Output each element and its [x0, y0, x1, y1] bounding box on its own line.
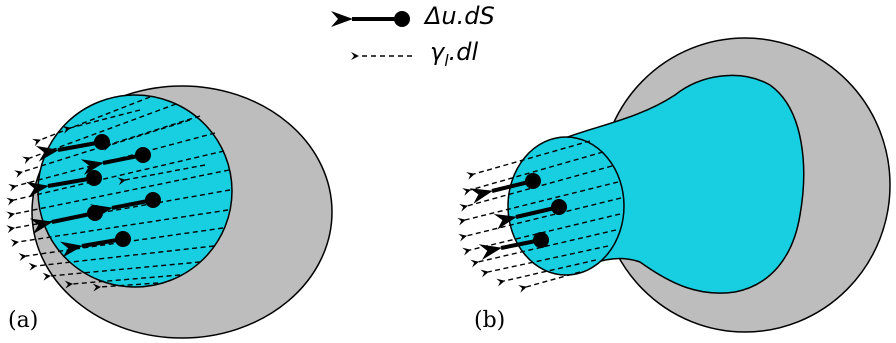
dashed-arrow: [32, 96, 151, 147]
big-arrows-a: [25, 134, 161, 258]
legend-big-arrow-dot: [394, 11, 410, 27]
big-arrow-dot: [525, 173, 541, 189]
dashed-arrow: [457, 181, 619, 226]
legend: [331, 11, 412, 60]
big-arrow-dot: [533, 232, 549, 248]
dashed-arrow: [462, 151, 604, 196]
big-arrow-dot: [94, 134, 110, 150]
panel-a-label: (a): [8, 308, 39, 333]
inner-region-b: [564, 74, 805, 294]
dashed-arrow: [458, 197, 622, 242]
big-arrows-b: [469, 173, 567, 260]
big-arrow-dot: [86, 170, 102, 186]
legend-dashed-arrow-label: γl.dl: [430, 38, 478, 70]
big-arrow-dot: [87, 205, 103, 221]
panel-a: [6, 85, 333, 339]
dashed-arrow: [462, 213, 621, 256]
big-arrow-dot: [135, 147, 151, 163]
dashed-arrow: [92, 282, 159, 292]
dashed-arrow: [64, 274, 181, 289]
dashed-arrow: [6, 150, 225, 206]
dashed-arrow: [102, 119, 191, 151]
panel-b: [457, 37, 891, 333]
big-arrow-dot: [145, 192, 161, 208]
legend-dashed-symbol: γ: [430, 38, 445, 66]
legend-dashed-rest: .dl: [448, 38, 479, 66]
dashed-arrow: [62, 109, 141, 134]
panel-b-label: (b): [474, 308, 506, 333]
legend-dashed-subscript: l: [444, 50, 449, 70]
dashed-arrow: [480, 245, 609, 278]
dashed-arrow: [470, 229, 617, 268]
dashed-arrow: [28, 245, 215, 271]
dashed-arrow: [6, 169, 230, 220]
dashed-arrows-b: [457, 140, 622, 293]
big-arrow-dot: [115, 231, 131, 247]
legend-big-arrow-label: Δu.dS: [425, 2, 495, 30]
dashed-arrow: [518, 271, 581, 293]
inner-region-a: [37, 94, 233, 288]
dashed-arrow: [10, 209, 229, 248]
dashed-arrow: [18, 227, 224, 261]
dashed-arrow: [466, 140, 591, 180]
big-arrow-dot: [551, 199, 567, 215]
dashed-arrow: [14, 115, 201, 178]
dashed-arrow: [496, 259, 597, 287]
